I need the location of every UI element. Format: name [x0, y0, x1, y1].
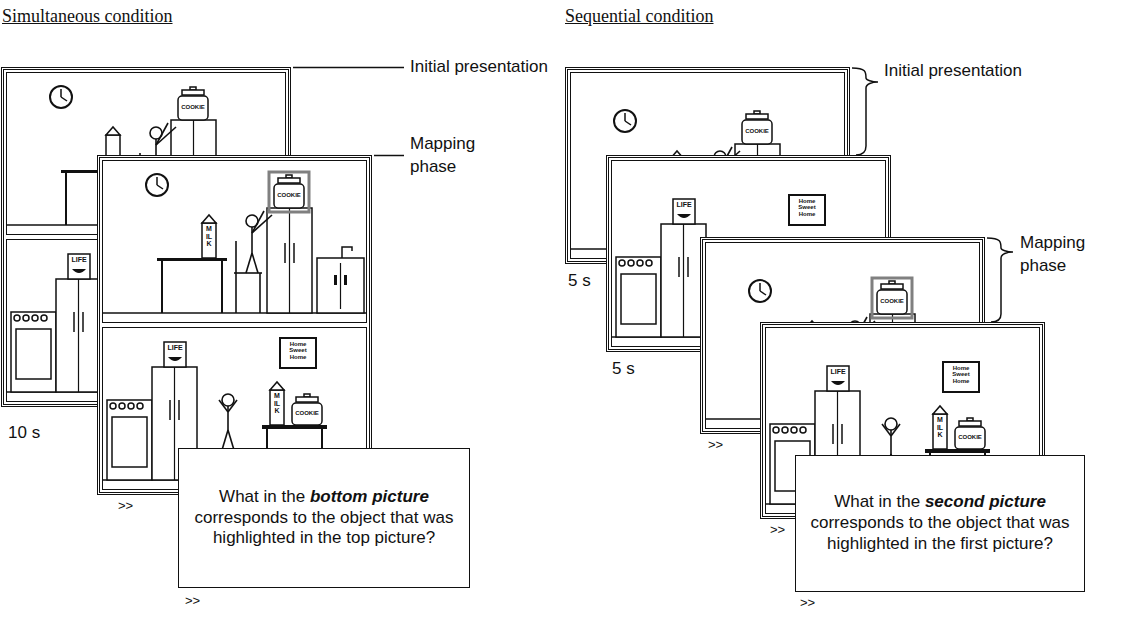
object-label: MILK: [937, 416, 944, 439]
condition-heading: Sequential condition: [565, 4, 713, 28]
object-label: LIFE: [164, 344, 186, 351]
object-label: Home Sweet Home: [791, 198, 823, 217]
duration-label: 10 s: [8, 422, 40, 445]
continue-arrow: >>: [770, 523, 785, 537]
phase-label: Initial presentation: [884, 60, 1022, 83]
leader-line: [293, 67, 404, 69]
continue-arrow: >>: [118, 499, 133, 513]
object-label: MILK: [274, 392, 281, 415]
object-label: COOKIE: [877, 298, 907, 304]
condition-heading: Simultaneous condition: [2, 4, 173, 28]
object-label: COOKIE: [274, 192, 304, 198]
curly-brace: [987, 238, 1013, 322]
phase-label: Initial presentation: [410, 56, 548, 79]
object-label: LIFE: [68, 256, 90, 263]
object-label: Home Sweet Home: [945, 365, 977, 384]
continue-arrow: >>: [800, 596, 815, 610]
duration-label: 5 s: [568, 270, 591, 293]
object-label: COOKIE: [742, 128, 772, 134]
duration-label: 5 s: [612, 358, 635, 381]
question-box: What in the second picture corresponds t…: [795, 455, 1085, 592]
phase-label: Mapping phase: [410, 133, 510, 179]
object-label: Home Sweet Home: [282, 341, 314, 360]
question-text: What in the second picture corresponds t…: [810, 492, 1070, 554]
picture-panel: COOKIEMILKLIFEHome Sweet HomeMILKCOOKIE: [97, 155, 372, 495]
object-label: MILK: [206, 225, 213, 248]
continue-arrow: >>: [185, 594, 200, 608]
curly-brace: [852, 68, 878, 155]
leader-line: [374, 155, 404, 157]
question-box: What in the bottom picture corresponds t…: [178, 448, 470, 588]
object-label: LIFE: [827, 368, 849, 375]
object-label: COOKIE: [292, 410, 322, 416]
phase-label: Mapping phase: [1020, 232, 1120, 278]
object-label: COOKIE: [178, 104, 208, 110]
object-label: COOKIE: [955, 434, 985, 440]
continue-arrow: >>: [708, 438, 723, 452]
object-label: LIFE: [673, 201, 695, 208]
kitchen-scene: COOKIE MILK: [102, 160, 367, 323]
kitchen-drawing: [102, 160, 367, 323]
question-text: What in the bottom picture corresponds t…: [193, 487, 455, 549]
